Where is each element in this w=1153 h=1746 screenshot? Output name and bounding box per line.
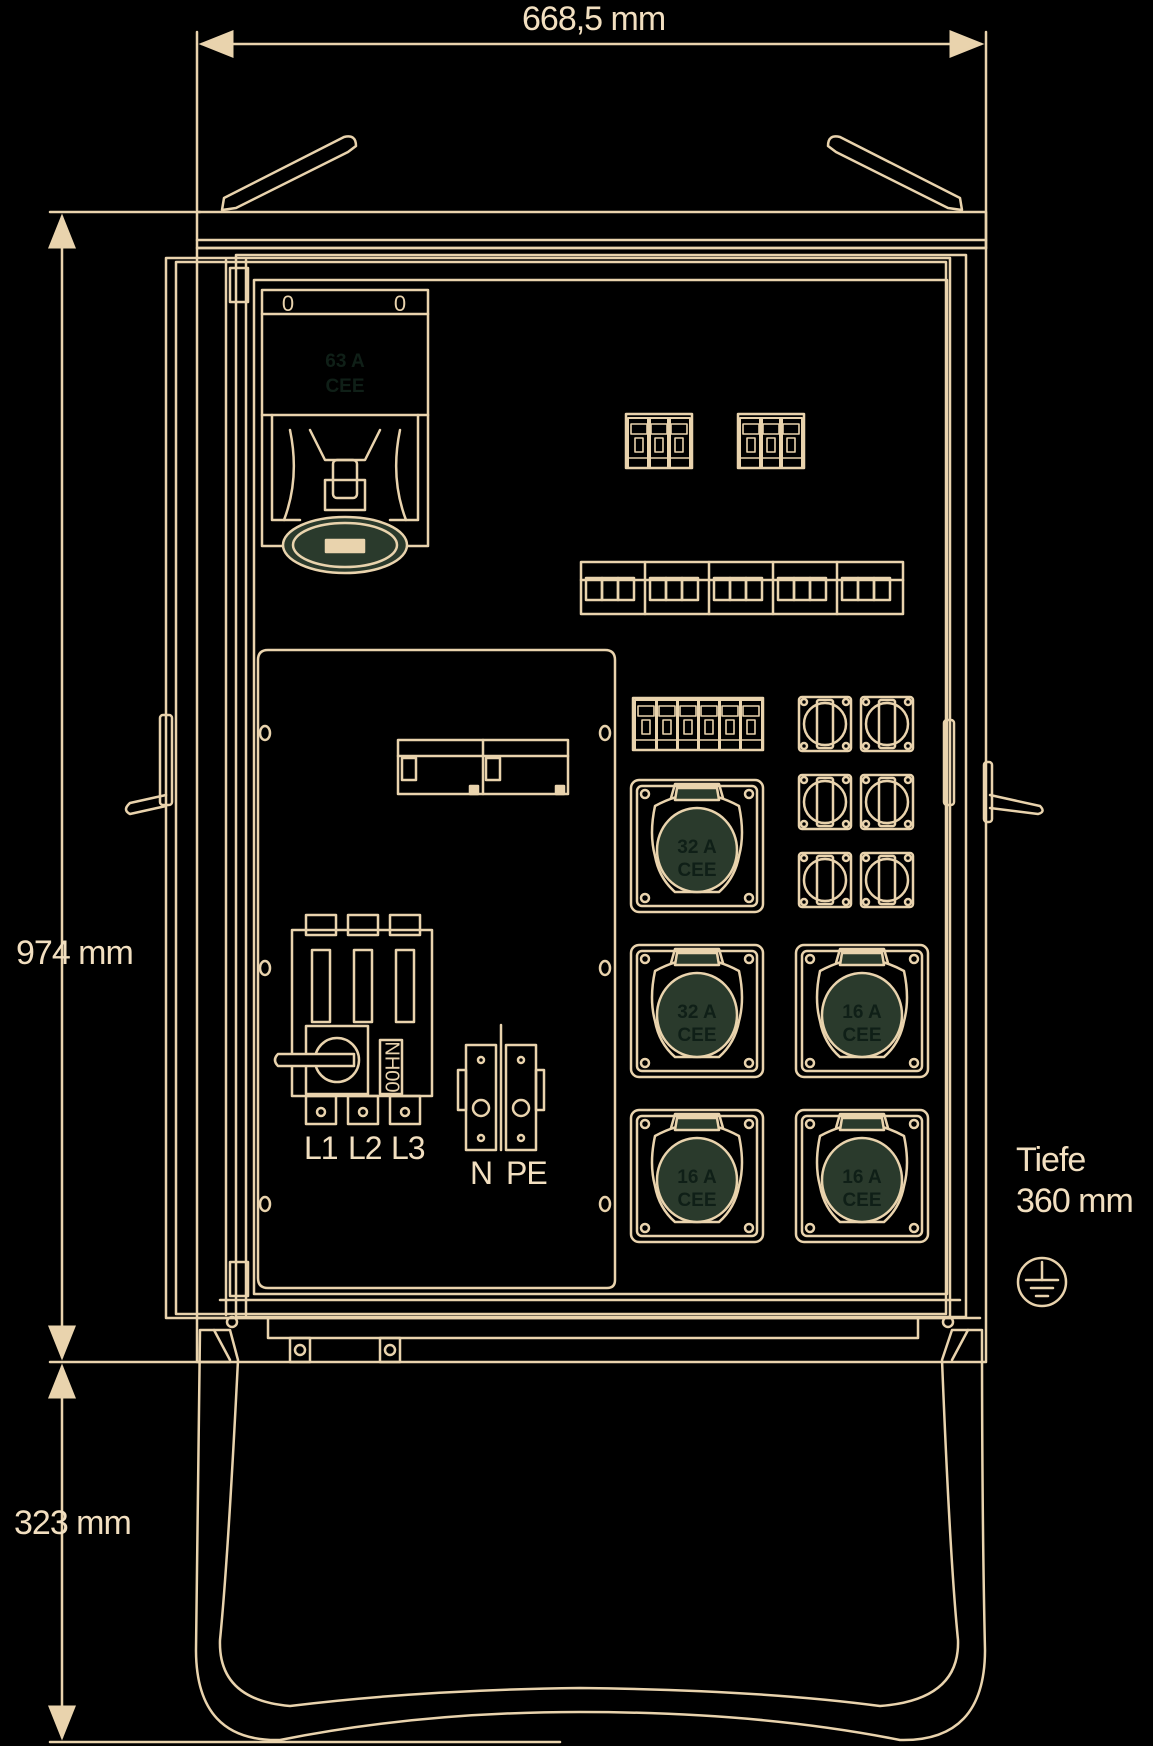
height-label: 974 mm [16, 934, 134, 972]
legs-dimension [48, 1363, 562, 1744]
inlet-type: CEE [325, 376, 364, 397]
inlet-rating: 63 A [325, 351, 365, 372]
ground-icon [1016, 1256, 1068, 1308]
height-dimension [48, 210, 232, 1364]
stand-frame [194, 1328, 987, 1742]
phase-l3: L3 [391, 1130, 426, 1166]
socket-type: CEE [677, 1025, 716, 1046]
socket-type: CEE [677, 860, 716, 881]
inner-cover [256, 648, 617, 1290]
nh00-fuse-switch: NH00 [273, 913, 434, 1126]
socket-rating: 32 A [677, 837, 717, 858]
upper-mcb-groups [624, 412, 806, 470]
legs-label: 323 mm [14, 1504, 132, 1542]
cabinet-body [164, 246, 988, 1364]
switch-position-left: 0 [282, 291, 294, 316]
phase-l2: L2 [348, 1130, 383, 1166]
rcd-row [579, 560, 905, 616]
depth-value: 360 mm [1016, 1182, 1134, 1220]
terminal-n: N [470, 1155, 493, 1191]
n-pe-terminals [456, 1023, 546, 1152]
lower-mcb-row [631, 696, 765, 752]
width-label: 668,5 mm [522, 0, 666, 38]
phase-l1: L1 [304, 1130, 339, 1166]
socket-type: CEE [842, 1190, 881, 1211]
roof [195, 210, 988, 250]
socket-rating: 16 A [842, 1002, 882, 1023]
nh00-label: NH00 [381, 1041, 403, 1092]
socket-rating: 16 A [677, 1167, 717, 1188]
depth-label: Tiefe [1016, 1141, 1086, 1179]
width-dimension [195, 30, 988, 250]
socket-type: CEE [677, 1190, 716, 1211]
main-inlet-63a [260, 288, 430, 575]
switch-position-right: 0 [394, 291, 406, 316]
socket-rating: 32 A [677, 1002, 717, 1023]
side-latches [124, 713, 1044, 824]
socket-rating: 16 A [842, 1167, 882, 1188]
terminal-pe: PE [506, 1155, 548, 1191]
socket-type: CEE [842, 1025, 881, 1046]
lifting-handles [220, 135, 964, 212]
schuko-sockets [797, 695, 915, 909]
